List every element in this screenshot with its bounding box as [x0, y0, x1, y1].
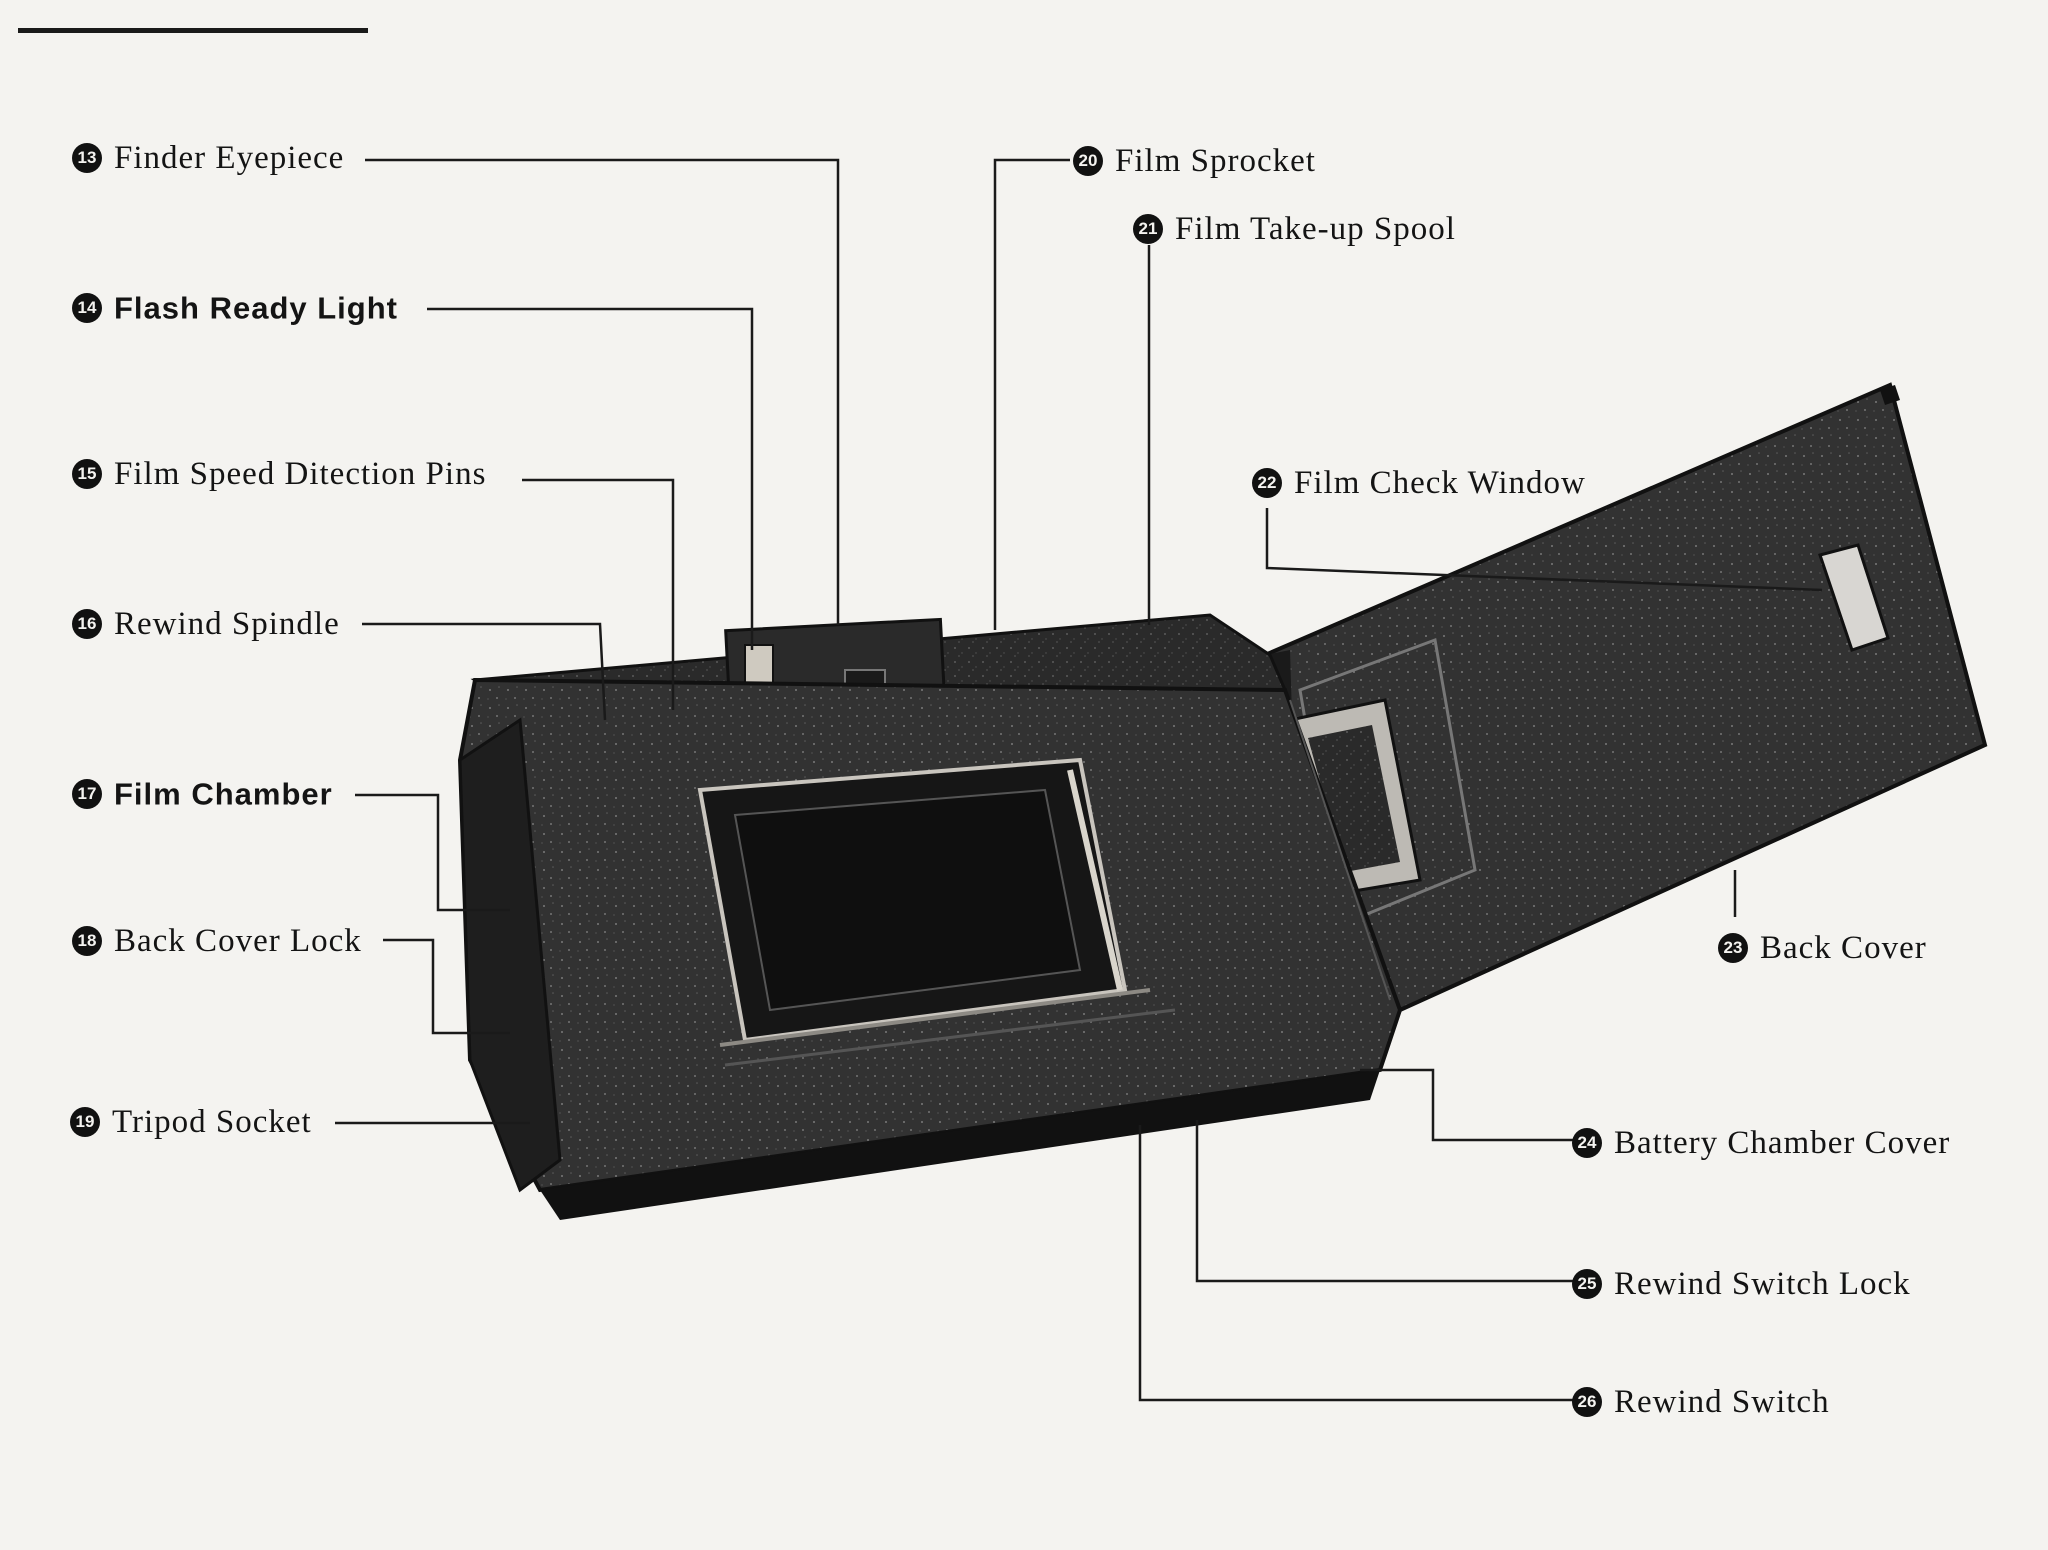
label-text: Film Speed Ditection Pins — [114, 455, 487, 492]
label-finder-eyepiece: 13 Finder Eyepiece — [72, 140, 344, 175]
callout-number-18: 18 — [72, 926, 102, 957]
leader-film-check-window — [1265, 508, 1823, 592]
callout-number-20: 20 — [1073, 146, 1103, 177]
label-text: Rewind Spindle — [114, 605, 340, 642]
callout-number-13: 13 — [72, 143, 102, 174]
callout-number-24: 24 — [1572, 1128, 1602, 1159]
label-text: Finder Eyepiece — [114, 139, 345, 176]
label-film-sprocket: 20 Film Sprocket — [1073, 143, 1316, 178]
label-back-cover: 23 Back Cover — [1718, 930, 1927, 965]
label-film-speed-detection-pins: 15 Film Speed Ditection Pins — [72, 456, 486, 491]
callout-number-17: 17 — [72, 778, 102, 809]
leader-film-sprocket — [993, 158, 1070, 630]
callout-number-25: 25 — [1572, 1269, 1602, 1300]
leader-rewind-switch — [1138, 1125, 1575, 1402]
label-rewind-switch-lock: 25 Rewind Switch Lock — [1572, 1266, 1911, 1301]
callout-number-22: 22 — [1252, 468, 1282, 499]
label-text: Battery Chamber Cover — [1614, 1124, 1951, 1161]
label-text: Back Cover Lock — [114, 922, 362, 959]
header-rule — [18, 28, 368, 33]
callout-number-21: 21 — [1133, 214, 1163, 245]
label-text: Back Cover — [1760, 929, 1927, 966]
leader-film-speed-pins — [522, 478, 675, 710]
label-text: Film Chamber — [114, 776, 333, 812]
label-battery-chamber-cover: 24 Battery Chamber Cover — [1572, 1125, 1950, 1160]
callout-number-16: 16 — [72, 609, 102, 640]
label-text: Film Take-up Spool — [1175, 210, 1456, 247]
label-rewind-switch: 26 Rewind Switch — [1572, 1384, 1830, 1419]
leader-battery-chamber-cover — [1360, 1068, 1575, 1142]
leader-flash-ready-light — [427, 307, 754, 650]
label-film-take-up-spool: 21 Film Take-up Spool — [1133, 211, 1456, 246]
callout-number-14: 14 — [72, 292, 102, 323]
label-film-check-window: 22 Film Check Window — [1252, 465, 1586, 500]
label-flash-ready-light: 14 Flash Ready Light — [72, 290, 398, 323]
callout-number-26: 26 — [1572, 1387, 1602, 1418]
callout-number-19: 19 — [70, 1107, 100, 1138]
label-rewind-spindle: 16 Rewind Spindle — [72, 606, 340, 641]
label-text: Film Check Window — [1294, 464, 1586, 501]
callout-number-23: 23 — [1718, 933, 1748, 964]
leader-back-cover-lock — [383, 938, 510, 1035]
label-text: Tripod Socket — [112, 1103, 312, 1140]
label-text: Rewind Switch — [1614, 1383, 1830, 1420]
callout-number-15: 15 — [72, 459, 102, 490]
label-back-cover-lock: 18 Back Cover Lock — [72, 923, 362, 958]
label-tripod-socket: 19 Tripod Socket — [70, 1104, 312, 1139]
camera-body-shape — [457, 613, 1403, 1220]
label-text: Rewind Switch Lock — [1614, 1265, 1911, 1302]
label-film-chamber: 17 Film Chamber — [72, 776, 333, 809]
label-text: Film Sprocket — [1115, 142, 1316, 179]
label-text: Flash Ready Light — [114, 290, 398, 326]
leader-film-chamber — [355, 793, 510, 912]
leader-finder-eyepiece — [365, 158, 840, 625]
leader-lines — [335, 158, 1823, 1402]
leader-rewind-switch-lock — [1195, 1120, 1575, 1283]
leader-rewind-spindle — [362, 622, 607, 721]
